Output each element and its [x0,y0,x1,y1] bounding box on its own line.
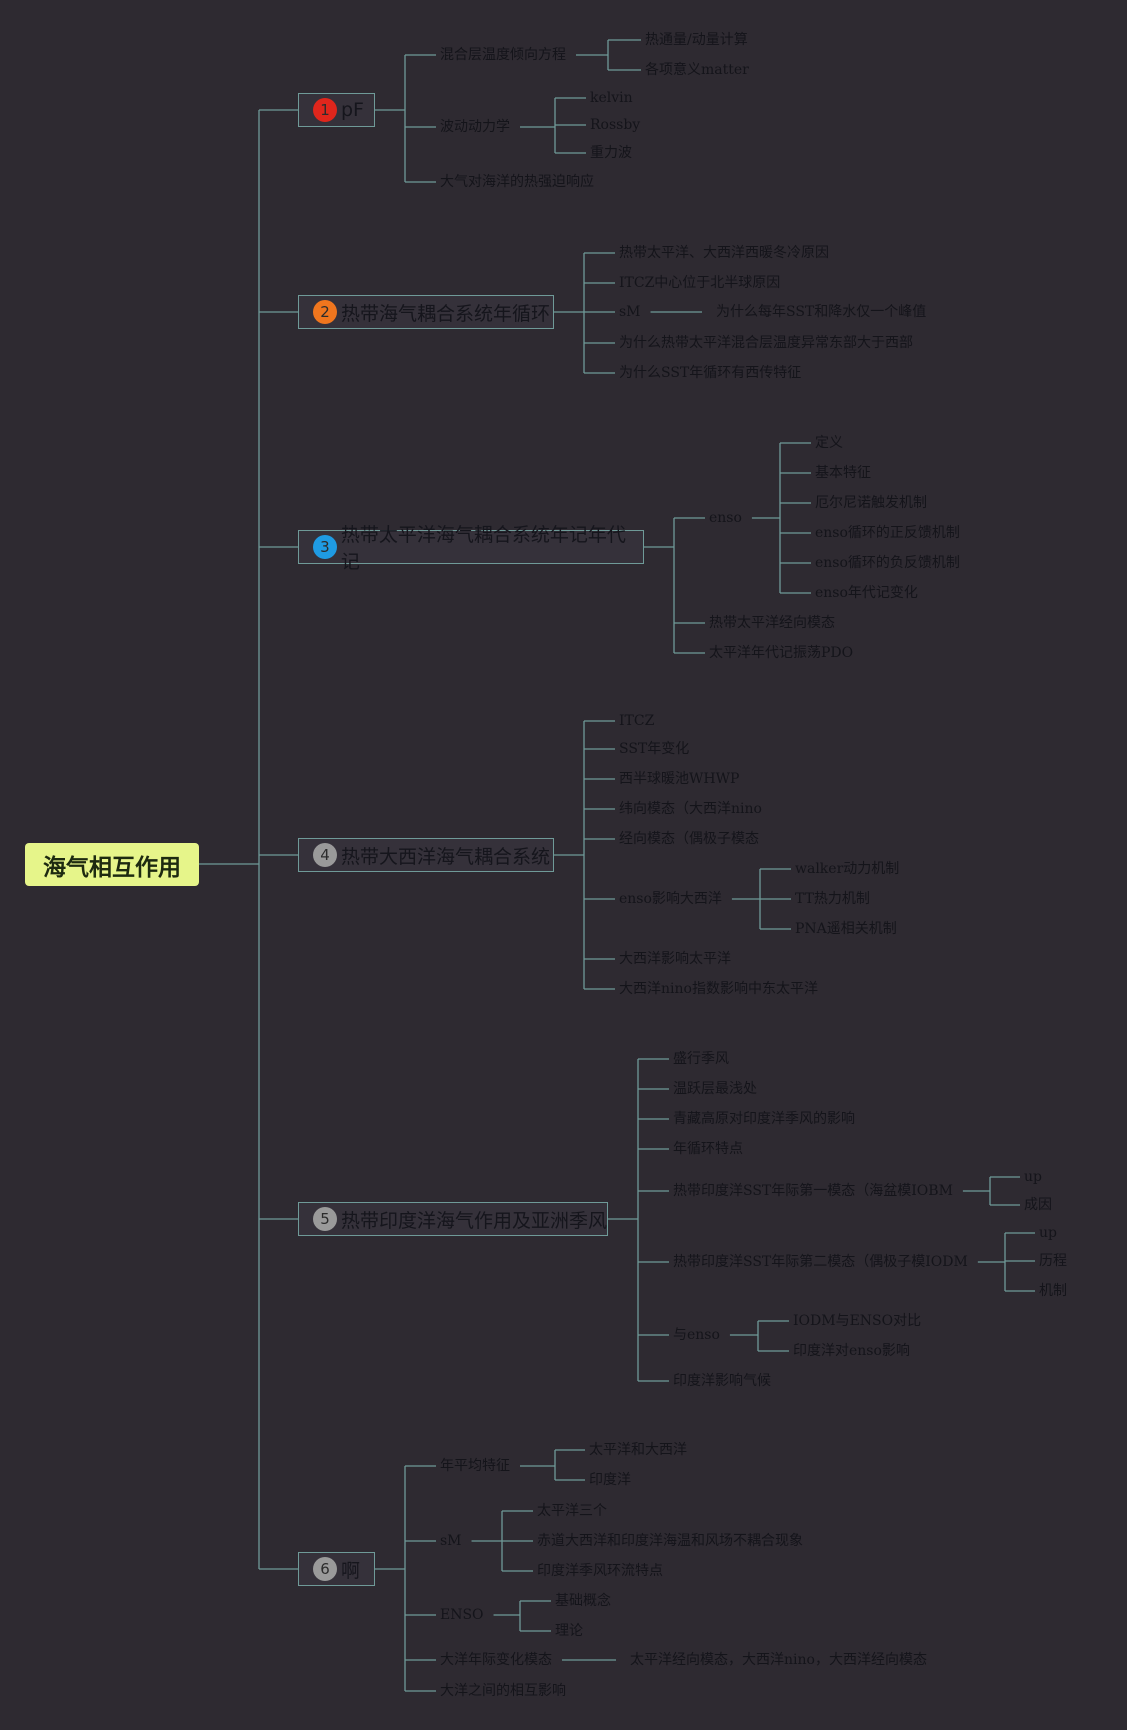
branch-5-connector [608,1058,669,1382]
subtopic-node[interactable]: 为什么每年SST和降水仅一个峰值 [716,304,927,320]
topic-node[interactable]: ITCZ中心位于北半球原因 [619,275,781,291]
number-badge-6: 6 [313,1557,337,1581]
topic-node[interactable]: 纬向模态（大西洋nino [619,801,762,817]
subtopic-connector [520,1449,585,1481]
topic-node[interactable]: 盛行季风 [673,1051,729,1067]
topic-node[interactable]: 温跃层最浅处 [673,1081,757,1097]
subtopic-node[interactable]: Rossby [590,117,641,133]
topic-node[interactable]: ENSO [440,1607,484,1623]
subtopic-node[interactable]: kelvin [590,90,633,106]
subtopic-node[interactable]: 热通量/动量计算 [645,32,748,48]
branch-label: 热带太平洋海气耦合系统年记年代记 [340,524,626,573]
subtopic-connector [576,39,641,71]
root-topic[interactable]: 海气相互作用 [25,843,199,886]
topic-node[interactable]: 与enso [673,1327,720,1343]
subtopic-node[interactable]: 定义 [815,435,843,451]
subtopic-node[interactable]: 厄尔尼诺触发机制 [815,495,927,511]
subtopic-node[interactable]: enso循环的正反馈机制 [815,525,960,541]
branch-3-connector [644,517,705,654]
topic-node[interactable]: 大气对海洋的热强迫响应 [440,174,594,190]
subtopic-node[interactable]: 太平洋和大西洋 [589,1442,687,1458]
subtopic-node[interactable]: 理论 [555,1623,583,1639]
subtopic-node[interactable]: PNA遥相关机制 [795,921,897,937]
subtopic-node[interactable]: up [1024,1169,1042,1185]
number-badge-3: 3 [313,535,337,559]
subtopic-connector [729,1320,789,1352]
topic-node[interactable]: 热带印度洋SST年际第一模态（海盆模IOBM [673,1183,953,1199]
topic-node[interactable]: enso影响大西洋 [619,891,722,907]
topic-node[interactable]: ITCZ [619,713,655,729]
topic-node[interactable]: 青藏高原对印度洋季风的影响 [673,1111,855,1127]
branch-2-connector [554,252,615,374]
subtopic-node[interactable]: 基础概念 [555,1593,611,1609]
topic-node[interactable]: 混合层温度倾向方程 [440,47,566,63]
topic-node[interactable]: 大西洋影响太平洋 [619,951,731,967]
topic-node[interactable]: 波动动力学 [440,119,510,135]
subtopic-node[interactable]: 重力波 [590,145,632,161]
subtopic-node[interactable]: 历程 [1039,1253,1067,1269]
branch-label: 啊 [341,1559,361,1582]
subtopic-node[interactable]: 各项意义matter [645,62,749,78]
number-badge-5: 5 [313,1207,337,1231]
branch-label: 热带印度洋海气作用及亚洲季风 [341,1209,608,1232]
topic-node[interactable]: 热带印度洋SST年际第二模态（偶极子模IODM [673,1254,968,1270]
subtopic-node[interactable]: 赤道大西洋和印度洋海温和风场不耦合现象 [537,1533,803,1549]
subtopic-node[interactable]: 成因 [1024,1197,1052,1213]
topic-node[interactable]: 年平均特征 [440,1458,510,1474]
topic-node[interactable]: 经向模态（偶极子模态 [619,831,759,847]
subtopic-connector [520,97,586,154]
topic-node[interactable]: 为什么热带太平洋混合层温度异常东部大于西部 [619,335,913,351]
branch-label: pF [341,99,364,121]
topic-node[interactable]: 热带太平洋经向模态 [709,615,835,631]
subtopic-node[interactable]: 印度洋 [589,1472,631,1488]
topic-node[interactable]: 大洋年际变化模态 [440,1652,552,1668]
number-badge-1: 1 [313,98,337,122]
number-badge-4: 4 [313,843,337,867]
branch-4-connector [554,720,615,990]
subtopic-node[interactable]: 基本特征 [815,465,871,481]
topic-node[interactable]: 为什么SST年循环有西传特征 [619,365,802,381]
subtopic-node[interactable]: 机制 [1039,1283,1067,1299]
subtopic-connector [731,868,791,930]
topic-node[interactable]: 西半球暖池WHWP [619,771,740,787]
subtopic-node[interactable]: enso循环的负反馈机制 [815,555,960,571]
topic-node[interactable]: 印度洋影响气候 [673,1373,771,1389]
topic-node[interactable]: SST年变化 [619,741,690,757]
branch-6-connector [375,1465,436,1692]
topic-node[interactable]: 大西洋nino指数影响中东太平洋 [619,981,818,997]
subtopic-node[interactable]: enso年代记变化 [815,585,918,601]
topic-node[interactable]: sM [440,1533,462,1549]
subtopic-node[interactable]: up [1039,1225,1057,1241]
subtopic-node[interactable]: IODM与ENSO对比 [793,1313,922,1329]
root-connector [199,109,298,1570]
subtopic-connector [962,1176,1020,1206]
subtopic-connector [493,1600,551,1632]
branch-label: 热带大西洋海气耦合系统 [341,845,551,868]
topic-node[interactable]: 热带太平洋、大西洋西暖冬冷原因 [619,245,829,261]
subtopic-node[interactable]: 印度洋季风环流特点 [537,1563,663,1579]
subtopic-connector [977,1232,1035,1292]
topic-node[interactable]: 年循环特点 [673,1141,743,1157]
branch-1-connector [375,54,436,183]
branch-label: 热带海气耦合系统年循环 [341,302,551,325]
topic-node[interactable]: 大洋之间的相互影响 [440,1683,566,1699]
subtopic-node[interactable]: TT热力机制 [795,891,870,907]
subtopic-node[interactable]: 印度洋对enso影响 [793,1343,910,1359]
subtopic-node[interactable]: 太平洋三个 [537,1503,607,1519]
subtopic-connector [751,442,811,594]
topic-node[interactable]: 太平洋年代记振荡PDO [709,645,854,661]
topic-node[interactable]: enso [709,510,742,526]
topic-node[interactable]: sM [619,304,641,320]
subtopic-node[interactable]: walker动力机制 [795,861,900,877]
subtopic-node[interactable]: 太平洋经向模态，大西洋nino，大西洋经向模态 [630,1652,927,1668]
number-badge-2: 2 [313,300,337,324]
subtopic-connector [471,1510,533,1572]
